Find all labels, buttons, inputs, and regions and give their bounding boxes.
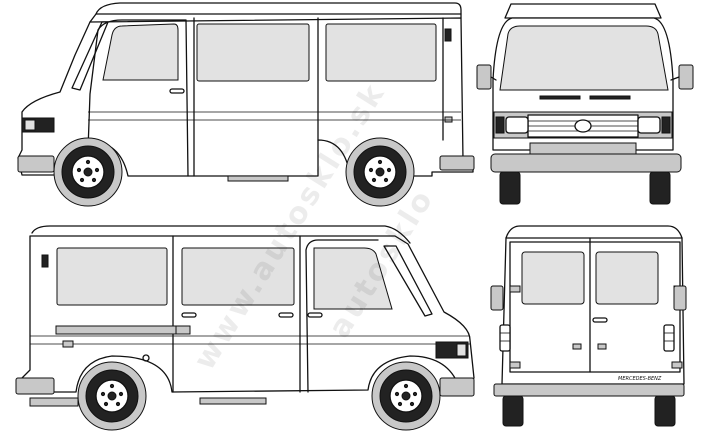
van-rear-view: MERCEDES-BENZ (490, 225, 687, 427)
van-left-side-view (17, 2, 475, 207)
rear-window-left (521, 251, 585, 305)
rear-side-window-2 (181, 247, 295, 306)
front-right-tire (649, 171, 671, 205)
front-bumper-side (17, 155, 55, 173)
front-wheel-side (53, 137, 123, 207)
side-window-2 (325, 23, 437, 82)
rear-left-tire (502, 395, 524, 427)
left-mirror-front (476, 64, 492, 90)
rear-wheel-side (345, 137, 415, 207)
side-window-1 (196, 23, 310, 82)
right-mirror-front (678, 64, 694, 90)
rear-bumper (493, 383, 685, 397)
front-left-tire (499, 171, 521, 205)
rear-window-right (595, 251, 659, 305)
sliding-door-rail (55, 325, 177, 335)
right-tail-light (663, 324, 675, 352)
rear-side-window-1 (56, 247, 168, 306)
front-wheel-right-side (371, 361, 441, 431)
front-bumper (490, 153, 682, 173)
van-front-view (476, 3, 694, 205)
front-windscreen (499, 25, 669, 91)
rear-bumper-side (439, 155, 475, 171)
van-right-side-view (15, 225, 475, 431)
right-headlight-front (637, 116, 661, 134)
left-mirror-rear (490, 285, 504, 311)
left-tail-light (499, 324, 511, 352)
rear-wheel-right-side (77, 361, 147, 431)
passenger-door-window (313, 247, 393, 310)
front-door-handle (169, 88, 185, 94)
left-headlight-front (505, 116, 529, 134)
front-door-window (102, 23, 179, 81)
right-mirror-rear (673, 285, 687, 311)
rear-right-tire (654, 395, 676, 427)
star-emblem (574, 119, 592, 133)
rear-badge-text: MERCEDES-BENZ (618, 376, 662, 382)
